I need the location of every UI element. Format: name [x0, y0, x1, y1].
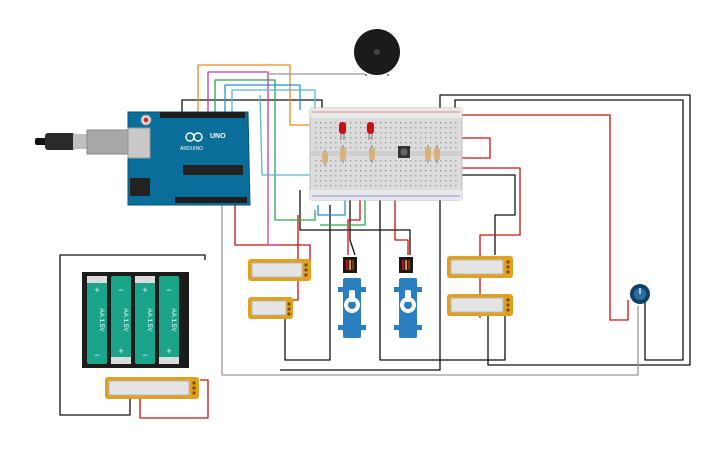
- servo-motor-1[interactable]: [338, 257, 366, 338]
- sensor-module-5[interactable]: [105, 377, 199, 399]
- breadboard-holes: [315, 122, 457, 187]
- svg-text:−: −: [118, 285, 123, 295]
- potentiometer-icon[interactable]: [630, 284, 650, 304]
- battery-cell-label: AA 1.5V: [98, 308, 105, 332]
- sensor-module-2[interactable]: [248, 297, 293, 319]
- wire-red-6: [234, 205, 311, 262]
- wire-black-2: [439, 94, 691, 366]
- svg-text:+: +: [94, 285, 99, 295]
- piezo-buzzer-icon[interactable]: [354, 29, 400, 76]
- wire-blue-1: [224, 84, 301, 112]
- wire-red-1: [430, 114, 629, 321]
- sensor-module-1[interactable]: [248, 259, 311, 281]
- resistor-2: [369, 145, 375, 163]
- battery-cell-2: − + AA 1.5V: [111, 276, 131, 364]
- wire-cyan-1: [231, 89, 316, 112]
- wire-orange-1: [197, 64, 310, 126]
- battery-cell-3: + − AA 1.5V: [135, 276, 155, 364]
- wire-blue-2: [317, 195, 346, 216]
- wire-black-4: [299, 190, 411, 255]
- wire-red-5: [394, 182, 409, 255]
- sensor-module-4[interactable]: [447, 294, 513, 316]
- resistor-4: [425, 145, 431, 163]
- arduino-uno-board[interactable]: ARDUINO UNO: [127, 111, 251, 206]
- wire-cyan-2: [259, 94, 312, 176]
- wire-gray-1: [221, 205, 639, 376]
- svg-text:+: +: [166, 346, 171, 356]
- wire-black-11: [59, 254, 206, 262]
- wire-red-9: [282, 215, 299, 301]
- battery-cell-4: − + AA 1.5V: [159, 276, 179, 364]
- wire-black-3: [454, 99, 684, 361]
- usb-connector-icon: [35, 129, 130, 155]
- breadboard[interactable]: [309, 107, 463, 201]
- resistor-5: [434, 145, 440, 163]
- svg-text:+: +: [142, 285, 147, 295]
- svg-text:−: −: [166, 285, 171, 295]
- wire-black-10: [59, 262, 131, 416]
- servo-motor-2[interactable]: [394, 257, 422, 338]
- led-2[interactable]: [367, 122, 374, 140]
- wire-black-6: [379, 180, 506, 361]
- wire-green-2: [320, 195, 366, 226]
- svg-text:−: −: [142, 350, 147, 360]
- battery-cell-label: AA 1.5V: [122, 308, 129, 332]
- svg-text:+: +: [118, 346, 123, 356]
- sensor-module-3[interactable]: [447, 256, 513, 278]
- pushbutton[interactable]: [398, 146, 410, 158]
- arduino-brand: ARDUINO: [180, 146, 203, 152]
- wire-magenta-1: [207, 71, 278, 246]
- resistor-1: [340, 145, 346, 163]
- wire-red-8: [139, 379, 209, 419]
- wire-black-8: [280, 195, 441, 371]
- battery-pack[interactable]: + − AA 1.5V − + AA 1.5V + − AA 1.5V − + …: [82, 272, 189, 368]
- wire-black-7: [284, 205, 331, 361]
- svg-text:−: −: [94, 350, 99, 360]
- battery-cell-1: + − AA 1.5V: [87, 276, 107, 364]
- wire-green-1: [214, 79, 316, 221]
- battery-cell-label: AA 1.5V: [170, 308, 177, 332]
- arduino-logo: [185, 132, 203, 142]
- battery-cell-label: AA 1.5V: [146, 308, 153, 332]
- arduino-model: UNO: [210, 133, 226, 140]
- resistor-3: [322, 150, 328, 165]
- wire-black-9: [455, 174, 516, 255]
- led-1[interactable]: [339, 122, 346, 140]
